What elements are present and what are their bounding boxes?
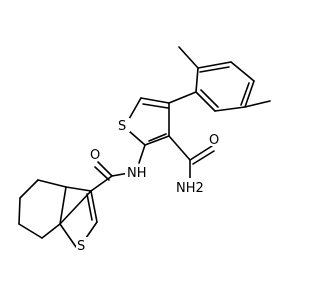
bond-ring-3 <box>244 80 255 108</box>
bond-thiophene-nh <box>138 144 146 164</box>
thiophene-sulfur-label: S <box>118 119 126 134</box>
bond-ring-6 <box>195 67 199 93</box>
molecule-structure: S NH O NH2 O S <box>18 46 271 254</box>
nh2-bg <box>174 178 206 195</box>
bond-thiophene-1 <box>140 97 170 104</box>
bond-ring-4 <box>214 106 246 112</box>
atom-labels: S NH O NH2 O S <box>77 119 219 254</box>
benzothiophene-sulfur-bg <box>76 237 89 253</box>
carboxamide-oxygen-label: O <box>209 133 219 148</box>
carbonyl-oxygen-label: O <box>90 148 100 163</box>
bond-cyclohexene-6 <box>59 186 67 225</box>
amide-nh-label: NH <box>127 166 147 181</box>
bond-carboxamide <box>168 135 191 161</box>
bond-ring-5 <box>195 91 216 112</box>
bond-carbonyl-oxygen <box>97 161 113 177</box>
carboxamide-nh2-label: NH2 <box>176 181 204 196</box>
benzothiophene-sulfur-label: S <box>77 239 85 254</box>
bond-fused-edge <box>65 186 92 192</box>
bond-carbonyl-ring <box>90 175 113 192</box>
bond-cyclohexene-3 <box>18 197 21 225</box>
bond-thiophene-4 <box>144 135 170 146</box>
bond-thiophene-4-double <box>148 133 167 142</box>
bond-ring-1 <box>197 61 232 69</box>
bond-benzothiophene-1-double <box>86 193 93 221</box>
bond-cyclohexene-2 <box>18 223 43 239</box>
bond-thiophene-2 <box>128 97 142 120</box>
bond-carbonyl-oxygen-double <box>94 166 110 181</box>
bond-benzothiophene-2 <box>85 221 98 239</box>
label-backgrounds <box>76 118 221 253</box>
bond-methyl-top <box>178 46 199 69</box>
bond-thiophene-3 <box>128 130 146 146</box>
bond-methyl-right <box>244 100 271 108</box>
bond-aryl-thiophene <box>168 91 197 104</box>
bond-thiophene-1-double <box>142 103 169 109</box>
bond-lines <box>18 46 271 248</box>
bond-cyclohexene-4 <box>19 179 39 199</box>
bond-ring-5-double <box>200 89 219 108</box>
bond-carboxamide-oxygen-double <box>192 150 215 165</box>
bond-cyclohexene-1 <box>41 223 61 239</box>
bond-cyclohexene-5 <box>37 179 67 188</box>
bond-benzothiophene-3 <box>59 223 77 248</box>
nh-bg <box>125 164 151 179</box>
bond-ring-1-double <box>199 66 230 73</box>
bond-benzothiophene-1 <box>90 190 98 223</box>
thiophene-sulfur-bg <box>117 118 130 132</box>
bond-ring-3-double <box>240 82 250 106</box>
carbonyl-oxygen-bg <box>88 145 102 161</box>
structure-canvas: S NH O NH2 O S <box>18 46 271 254</box>
bond-benzothiophene-4 <box>59 190 92 225</box>
bond-ring-2 <box>230 61 255 82</box>
amide-oxygen-bg <box>207 130 221 146</box>
bond-carboxamide-oxygen <box>189 145 213 161</box>
